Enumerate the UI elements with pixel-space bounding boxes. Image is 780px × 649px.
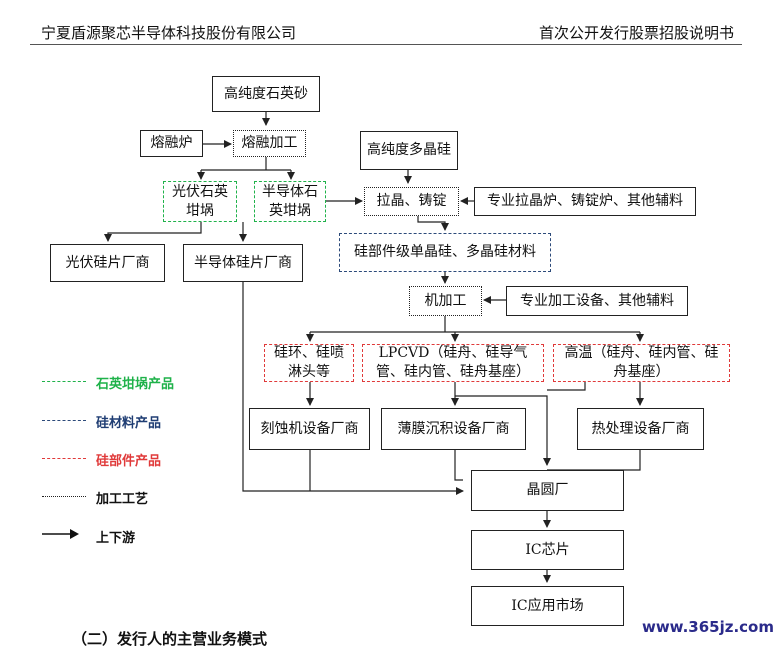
node-pv-crucible-label: 光伏石英坩埚 — [172, 183, 228, 219]
node-high-temp-parts: 高温（硅舟、硅内管、硅舟基座） — [553, 344, 730, 382]
legend-parts-label: 硅部件产品 — [96, 454, 162, 469]
node-semi-wafer-maker-label: 半导体硅片厂商 — [194, 254, 292, 271]
node-pulling-equipment-label: 专业拉晶炉、铸锭炉、其他辅料 — [487, 193, 683, 209]
node-polysilicon: 高纯度多晶硅 — [360, 131, 458, 170]
node-ic-chip-label: IC芯片 — [525, 541, 570, 558]
node-crystal-pulling: 拉晶、铸锭 — [364, 187, 459, 216]
company-name: 宁夏盾源聚芯半导体科技股份有限公司 — [41, 24, 297, 42]
document-title: 首次公开发行股票招股说明书 — [538, 24, 734, 42]
node-ic-market-label: IC应用市场 — [511, 597, 584, 614]
node-silicon-material-label: 硅部件级单晶硅、多晶硅材料 — [354, 244, 536, 260]
node-etch-parts-label: 硅环、硅喷淋头等 — [274, 345, 344, 380]
node-quartz-sand-label: 高纯度石英砂 — [224, 85, 308, 102]
watermark: www.365jz.com — [641, 618, 774, 636]
node-machining-equipment-label: 专业加工设备、其他辅料 — [520, 292, 674, 309]
legend-parts-swatch — [42, 458, 86, 459]
node-pv-crucible: 光伏石英坩埚 — [163, 181, 237, 222]
node-furnace: 熔融炉 — [140, 130, 203, 157]
legend-quartz-swatch — [42, 381, 86, 382]
node-crystal-pulling-label: 拉晶、铸锭 — [376, 193, 447, 209]
legend-silicon-swatch — [42, 420, 86, 421]
legend-quartz-label: 石英坩埚产品 — [96, 377, 175, 392]
node-pulling-equipment: 专业拉晶炉、铸锭炉、其他辅料 — [474, 187, 696, 216]
node-lpcvd-parts-label: LPCVD（硅舟、硅导气管、硅内管、硅舟基座） — [376, 345, 530, 380]
node-wafer-fab: 晶圆厂 — [471, 470, 624, 511]
section-heading: （二）发行人的主营业务模式 — [72, 630, 268, 648]
node-wafer-fab-label: 晶圆厂 — [526, 482, 569, 498]
node-heat-vendor: 热处理设备厂商 — [577, 408, 704, 450]
node-quartz-sand: 高纯度石英砂 — [212, 76, 320, 112]
legend-flow-arrow-icon — [42, 529, 79, 539]
node-high-temp-parts-label: 高温（硅舟、硅内管、硅舟基座） — [564, 345, 719, 380]
node-semi-wafer-maker: 半导体硅片厂商 — [183, 244, 303, 282]
node-etch-vendor-label: 刻蚀机设备厂商 — [260, 420, 359, 437]
node-machining-equipment: 专业加工设备、其他辅料 — [506, 286, 688, 316]
node-film-vendor: 薄膜沉积设备厂商 — [381, 408, 526, 450]
node-pv-wafer-maker: 光伏硅片厂商 — [50, 244, 165, 282]
node-semi-crucible: 半导体石英坩埚 — [254, 181, 326, 222]
node-machining-label: 机加工 — [424, 292, 467, 309]
node-fusion-process: 熔融加工 — [233, 130, 306, 157]
node-lpcvd-parts: LPCVD（硅舟、硅导气管、硅内管、硅舟基座） — [362, 344, 544, 382]
node-film-vendor-label: 薄膜沉积设备厂商 — [397, 420, 510, 437]
node-etch-vendor: 刻蚀机设备厂商 — [249, 408, 370, 450]
node-fusion-label: 熔融加工 — [241, 135, 298, 151]
node-ic-market: IC应用市场 — [471, 586, 624, 626]
node-ic-chip: IC芯片 — [471, 530, 624, 570]
node-pv-wafer-maker-label: 光伏硅片厂商 — [65, 254, 150, 271]
legend-silicon-label: 硅材料产品 — [96, 416, 162, 431]
node-silicon-material: 硅部件级单晶硅、多晶硅材料 — [339, 233, 551, 272]
node-machining: 机加工 — [409, 286, 482, 316]
node-polysilicon-label: 高纯度多晶硅 — [367, 142, 451, 158]
legend-process-swatch — [42, 496, 86, 497]
header-divider — [30, 44, 742, 45]
legend-process-label: 加工工艺 — [96, 492, 149, 507]
node-furnace-label: 熔融炉 — [150, 135, 193, 151]
legend-flow-label: 上下游 — [96, 531, 136, 546]
node-heat-vendor-label: 热处理设备厂商 — [591, 420, 690, 437]
node-semi-crucible-label: 半导体石英坩埚 — [262, 183, 318, 219]
node-etch-parts: 硅环、硅喷淋头等 — [264, 344, 354, 382]
